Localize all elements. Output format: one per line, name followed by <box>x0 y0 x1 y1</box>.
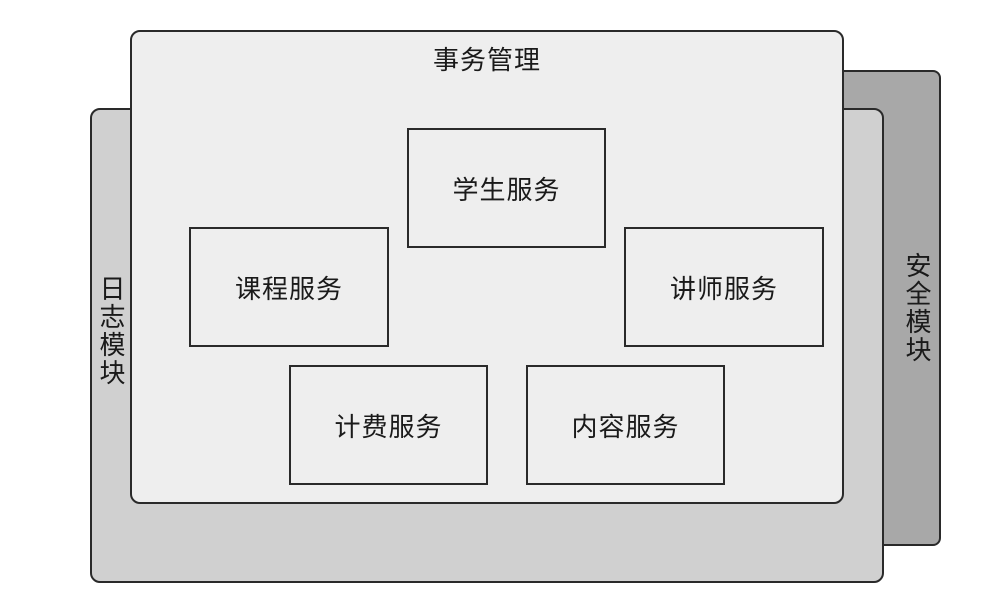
transaction-management-title: 事务管理 <box>432 46 541 76</box>
student-service-label: 学生服务 <box>452 175 561 206</box>
teacher-service-box: 讲师服务 <box>624 227 824 347</box>
course-service-label: 课程服务 <box>234 274 343 305</box>
security-module-label: 安全模块 <box>901 252 931 364</box>
student-service-box: 学生服务 <box>407 128 606 248</box>
log-module-label: 日志模块 <box>95 275 125 387</box>
teacher-service-label: 讲师服务 <box>669 274 778 305</box>
content-service-label: 内容服务 <box>571 412 680 443</box>
billing-service-box: 计费服务 <box>289 365 488 485</box>
content-service-box: 内容服务 <box>526 365 725 485</box>
billing-service-label: 计费服务 <box>334 412 443 443</box>
course-service-box: 课程服务 <box>189 227 389 347</box>
